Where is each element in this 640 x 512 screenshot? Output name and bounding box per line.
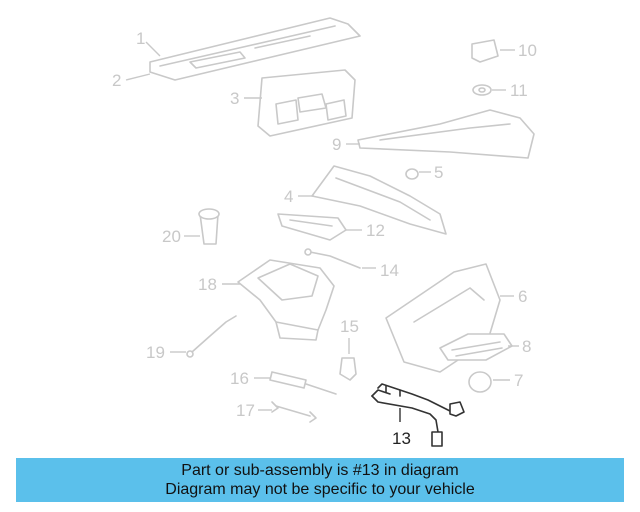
callout-19: 19 bbox=[146, 343, 165, 362]
part-15-clip bbox=[339, 357, 357, 381]
part-12-bracket bbox=[277, 213, 347, 241]
banner-line-1: Part or sub-assembly is #13 in diagram bbox=[181, 462, 459, 479]
callout-7: 7 bbox=[514, 371, 523, 390]
callout-14: 14 bbox=[380, 261, 399, 280]
callout-1: 1 bbox=[136, 29, 145, 48]
callout-20: 20 bbox=[162, 227, 181, 246]
part-4-cover bbox=[311, 165, 447, 235]
callout-3: 3 bbox=[230, 89, 239, 108]
info-banner: Part or sub-assembly is #13 in diagram D… bbox=[16, 458, 624, 502]
callout-2: 2 bbox=[112, 71, 121, 90]
callout-17: 17 bbox=[236, 401, 255, 420]
callout-15: 15 bbox=[340, 317, 359, 336]
part-5-knob bbox=[405, 168, 419, 180]
callout-4: 4 bbox=[284, 187, 293, 206]
parts-diagram: 1 2 3 10 11 9 5 4 12 bbox=[112, 17, 537, 448]
part-19-cable bbox=[186, 315, 237, 358]
part-9-trim bbox=[357, 109, 535, 159]
callout-18: 18 bbox=[198, 275, 217, 294]
part-10-clip bbox=[471, 39, 499, 63]
callout-10: 10 bbox=[518, 41, 537, 60]
callout-12: 12 bbox=[366, 221, 385, 240]
part-13-cable-assembly bbox=[371, 383, 465, 447]
callout-16: 16 bbox=[230, 369, 249, 388]
callout-11: 11 bbox=[510, 81, 528, 100]
leader-2 bbox=[125, 73, 151, 81]
part-8-vent bbox=[439, 333, 513, 361]
callout-9: 9 bbox=[332, 135, 341, 154]
part-14-rod bbox=[304, 248, 361, 269]
callout-8: 8 bbox=[522, 337, 531, 356]
part-20-plug bbox=[198, 208, 220, 245]
part-7-cap bbox=[468, 371, 492, 393]
part-17-wrench bbox=[271, 401, 317, 423]
part-11-grommet bbox=[472, 84, 492, 96]
callout-13: 13 bbox=[392, 429, 411, 448]
part-1-rear-shelf bbox=[149, 17, 361, 81]
part-3-panel bbox=[257, 69, 356, 137]
callout-6: 6 bbox=[518, 287, 527, 306]
callout-5: 5 bbox=[434, 163, 443, 182]
part-18-tray bbox=[237, 259, 335, 341]
leader-1 bbox=[145, 41, 161, 57]
part-16-tool bbox=[269, 371, 337, 395]
banner-line-2: Diagram may not be specific to your vehi… bbox=[165, 481, 475, 498]
